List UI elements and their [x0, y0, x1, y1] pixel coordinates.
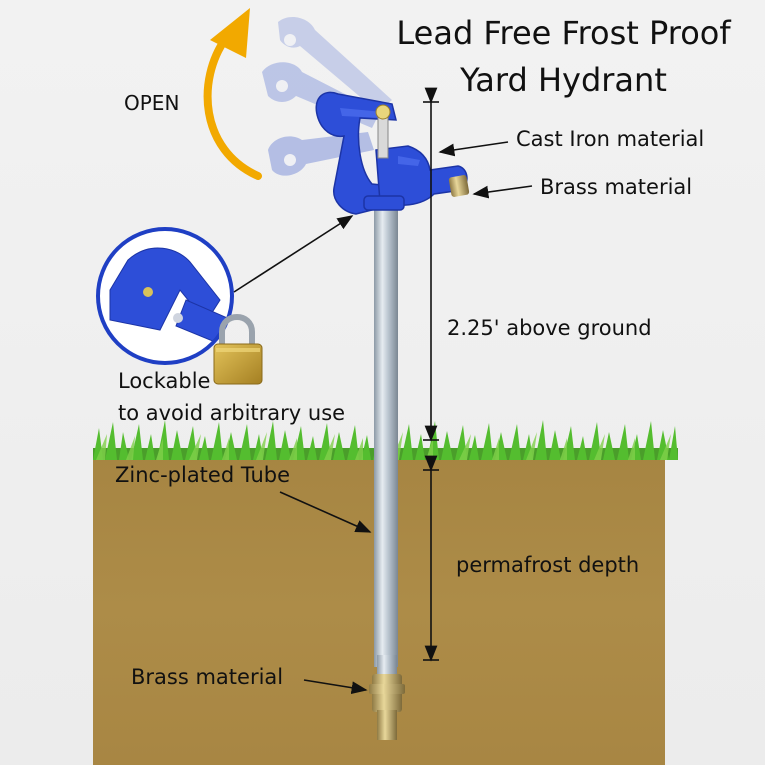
lockable-sub-label: to avoid arbitrary use — [118, 401, 346, 425]
dimension-above-ground — [423, 87, 439, 442]
head-highlights — [340, 108, 420, 166]
above-ground-label: 2.25' above ground — [447, 316, 652, 340]
brass-top-label: Brass material — [540, 175, 693, 199]
dimension-permafrost — [423, 455, 439, 662]
linkage — [375, 104, 391, 159]
top-brass-nozzle — [448, 175, 470, 197]
lockable-label: Lockable — [118, 369, 211, 393]
open-label: OPEN — [124, 91, 180, 115]
leader-zinc-tube — [279, 491, 372, 533]
permafrost-label: permafrost depth — [456, 553, 640, 577]
padlock-icon — [213, 314, 263, 385]
title-line-1: Lead Free Frost Proof — [396, 14, 731, 52]
leader-brass-top — [472, 185, 533, 199]
title-line-2: Yard Hydrant — [460, 61, 667, 99]
ghost-handle-top — [278, 16, 392, 112]
zinc-tube-label: Zinc-plated Tube — [115, 463, 291, 487]
brass-bottom-label: Brass material — [131, 665, 284, 689]
zinc-plated-tube — [374, 205, 398, 667]
leader-cast-iron — [438, 141, 509, 157]
leader-arrows — [233, 141, 533, 695]
cast-iron-label: Cast Iron material — [516, 127, 705, 151]
leader-lockable — [233, 215, 354, 293]
lock-inset — [96, 227, 234, 365]
diagram-title: Lead Free Frost Proof Yard Hydrant — [366, 10, 761, 104]
bottom-brass-fitting — [369, 655, 405, 740]
curved-arrow-icon — [203, 8, 262, 180]
leader-brass-bottom — [303, 679, 368, 695]
